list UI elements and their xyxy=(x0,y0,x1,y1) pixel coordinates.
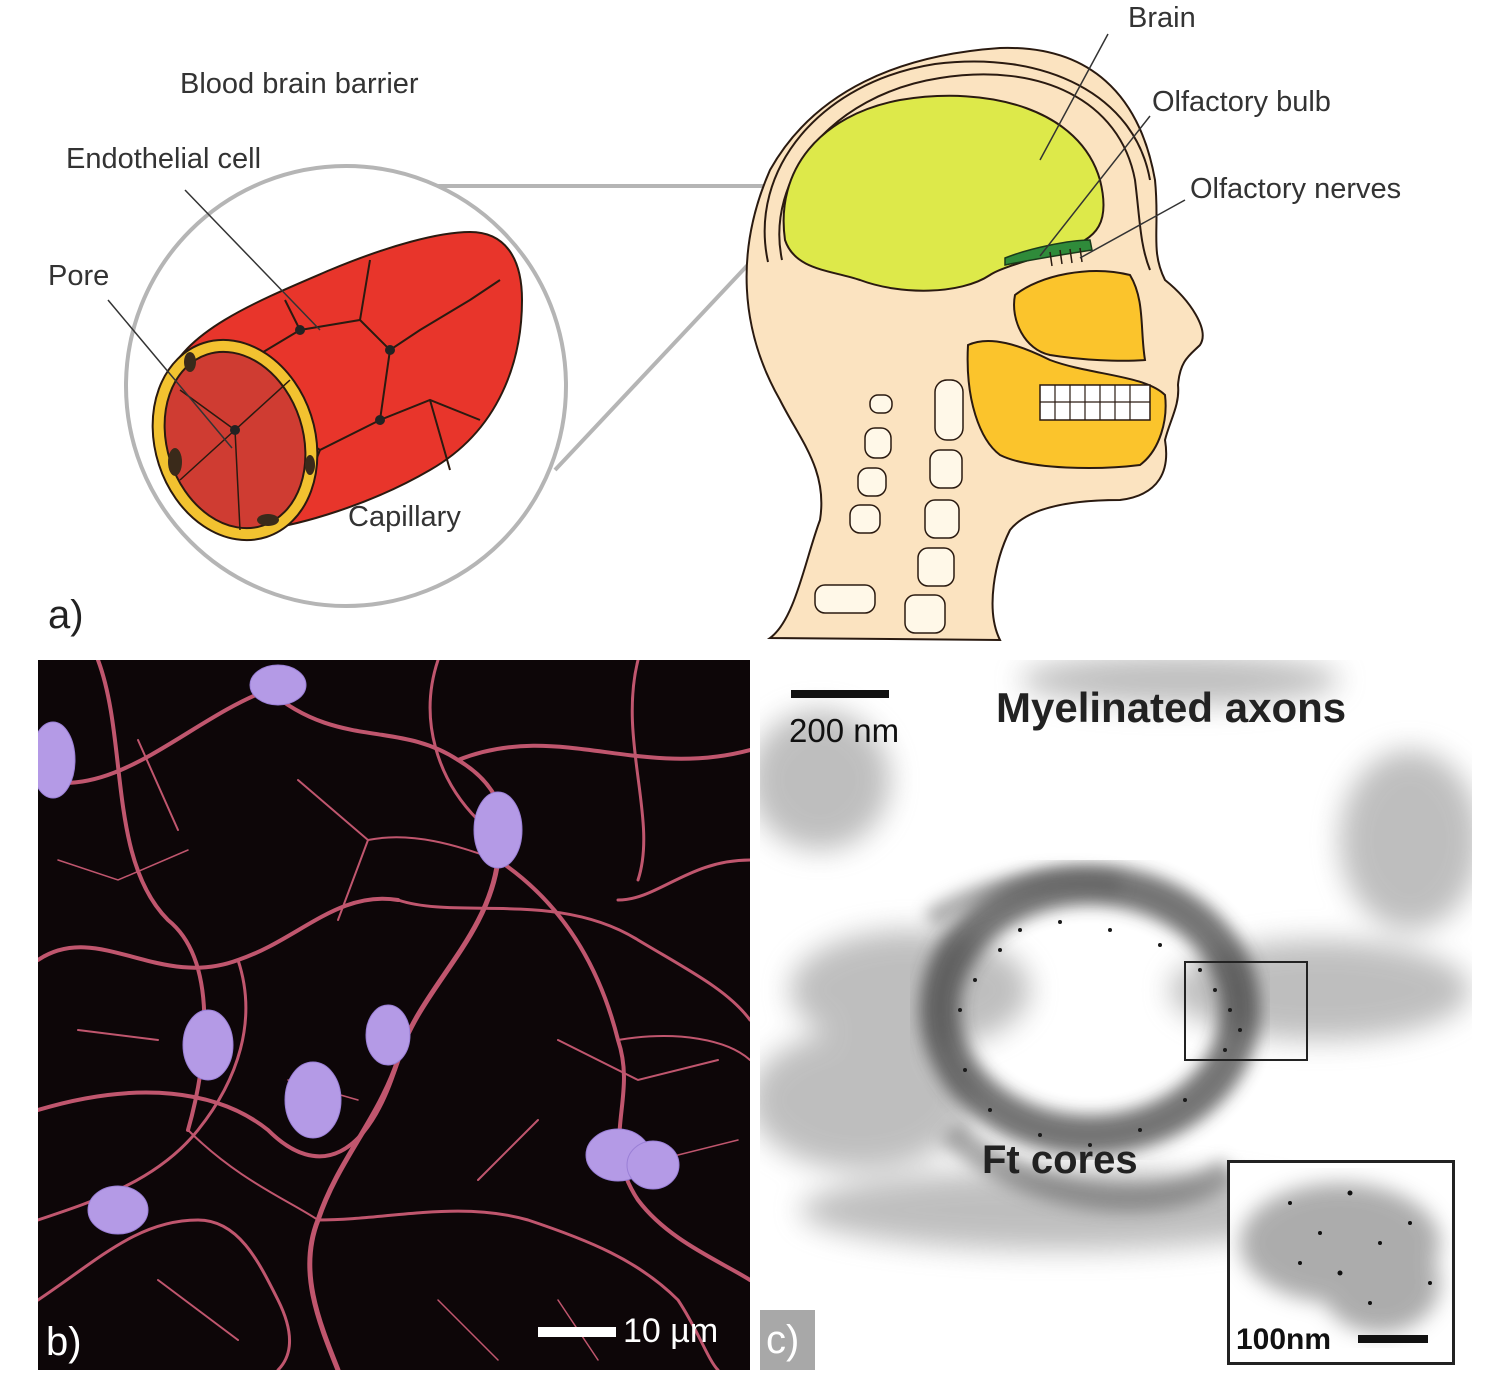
head-illustration xyxy=(745,46,1204,642)
panel-b-letter: b) xyxy=(46,1320,82,1364)
olfactory-bulb-shape xyxy=(1004,239,1093,266)
pointer-brain xyxy=(1039,33,1109,161)
panel-a-letter: a) xyxy=(48,593,84,637)
label-pore: Pore xyxy=(48,260,110,292)
pointer-endothelial-cell xyxy=(184,189,321,331)
zoom-region-box xyxy=(1184,961,1308,1061)
panel-b-scale-label: 10 µm xyxy=(623,1312,719,1350)
label-olfactory-bulb: Olfactory bulb xyxy=(1152,86,1331,118)
panel-c-scale-label: 200 nm xyxy=(789,712,900,749)
pointer-pore xyxy=(107,299,233,449)
inset-scale-bar xyxy=(1358,1335,1428,1343)
tem-image xyxy=(760,660,1472,1250)
panel-c-scale-bar xyxy=(791,690,889,698)
panel-b-scale-bar xyxy=(538,1327,616,1337)
capillary-illustration xyxy=(151,230,524,542)
panel-c-title: Myelinated axons xyxy=(996,684,1347,731)
inset-scale-label: 100nm xyxy=(1236,1323,1332,1356)
pointer-olfactory-nerves xyxy=(1079,199,1186,259)
panel-c-micrograph: 200 nm Myelinated axons Ft cores 100nm c… xyxy=(760,660,1472,1370)
label-capillary: Capillary xyxy=(348,501,461,533)
label-endothelial-cell: Endothelial cell xyxy=(66,143,262,175)
label-olfactory-nerves: Olfactory nerves xyxy=(1190,173,1402,205)
panel-c-letter-box xyxy=(760,1310,815,1370)
panel-b-micrograph: 10 µm b) xyxy=(38,660,750,1370)
pointer-olfactory-bulb xyxy=(1039,115,1151,257)
panel-a-title: Blood brain barrier xyxy=(180,68,419,100)
panel-c-letter: c) xyxy=(766,1318,800,1362)
label-brain: Brain xyxy=(1128,2,1196,34)
neuron-network-image xyxy=(38,660,750,1370)
inset-image xyxy=(1240,1183,1440,1333)
brain-shape xyxy=(782,94,1105,292)
panel-a-illustration xyxy=(107,33,1204,642)
ft-cores-label: Ft cores xyxy=(982,1138,1138,1182)
panel-c-inset: 100nm xyxy=(1227,1160,1455,1365)
